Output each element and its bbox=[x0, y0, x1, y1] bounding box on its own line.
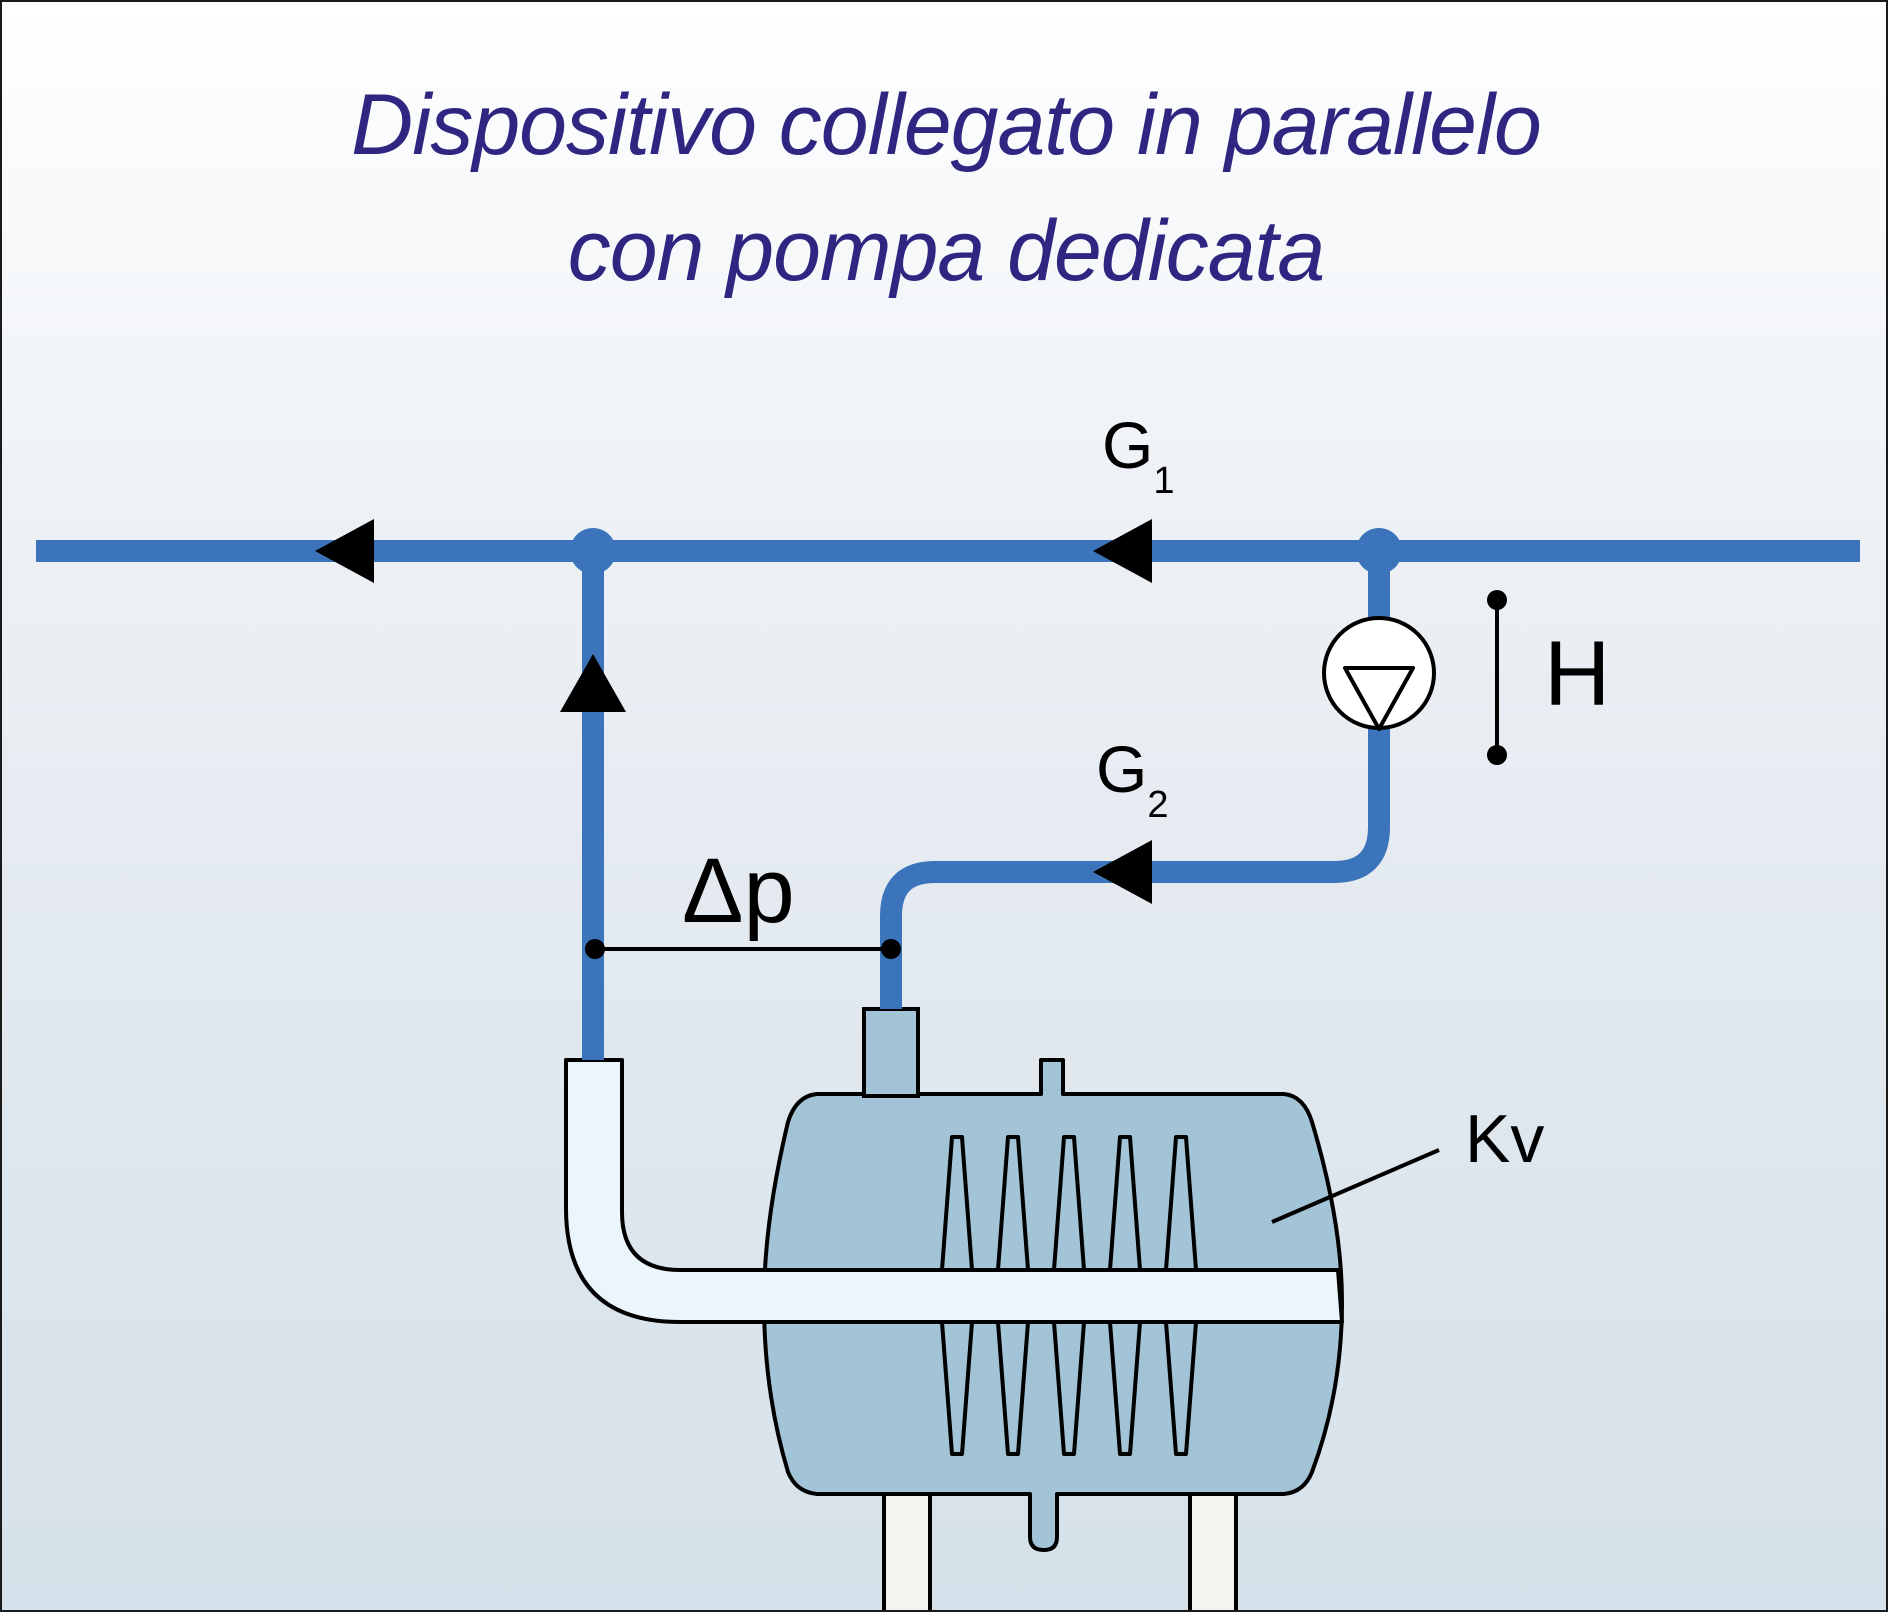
pressure-diff-line bbox=[585, 939, 901, 959]
junction-left bbox=[570, 528, 616, 574]
device-fin bbox=[996, 1135, 1030, 1271]
junction-right bbox=[1356, 528, 1402, 574]
title-line-1: Dispositivo collegato in parallelo bbox=[351, 77, 1542, 173]
label-g2: G2 bbox=[1096, 732, 1168, 826]
device-fin bbox=[996, 1321, 1030, 1456]
device-outlet-channel bbox=[564, 1058, 1344, 1324]
pump-symbol-icon bbox=[1322, 616, 1436, 731]
device-fin bbox=[1164, 1321, 1198, 1456]
label-g1-main: G bbox=[1102, 408, 1153, 482]
triangle-arrow-icon bbox=[560, 654, 626, 712]
label-kv: Kv bbox=[1465, 1101, 1544, 1177]
triangle-arrow-icon bbox=[1093, 840, 1152, 904]
device-fin bbox=[940, 1321, 974, 1456]
flow-arrows bbox=[315, 519, 1152, 904]
device-upper-fins bbox=[940, 1135, 1198, 1271]
device-leg-right bbox=[1188, 1490, 1238, 1610]
label-g1: G1 bbox=[1102, 408, 1174, 502]
device-fin bbox=[1108, 1321, 1142, 1456]
triangle-arrow-icon bbox=[315, 519, 374, 583]
device-legs bbox=[882, 1490, 1238, 1610]
label-head: H bbox=[1544, 623, 1610, 725]
kv-leader-line bbox=[1271, 1148, 1440, 1224]
device-lower-fins bbox=[940, 1321, 1198, 1456]
label-g2-sub: 2 bbox=[1147, 784, 1168, 826]
supply-branch-pipe bbox=[880, 551, 1390, 1009]
triangle-arrow-icon bbox=[1093, 519, 1152, 583]
head-dimension bbox=[1487, 590, 1507, 765]
device-inlet-nozzle bbox=[862, 1007, 920, 1098]
label-g1-sub: 1 bbox=[1153, 460, 1174, 502]
device-fin bbox=[1108, 1135, 1142, 1271]
label-pressure-diff: Δp bbox=[682, 840, 795, 942]
device-fin bbox=[1164, 1135, 1198, 1271]
device-leg-left bbox=[882, 1490, 932, 1610]
device-fin bbox=[1052, 1321, 1086, 1456]
device-fin bbox=[1052, 1135, 1086, 1271]
diagram-title: Dispositivo collegato in parallelo con p… bbox=[2, 62, 1886, 314]
device-fin bbox=[940, 1135, 974, 1271]
title-line-2: con pompa dedicata bbox=[567, 203, 1326, 299]
label-g2-main: G bbox=[1096, 732, 1147, 806]
